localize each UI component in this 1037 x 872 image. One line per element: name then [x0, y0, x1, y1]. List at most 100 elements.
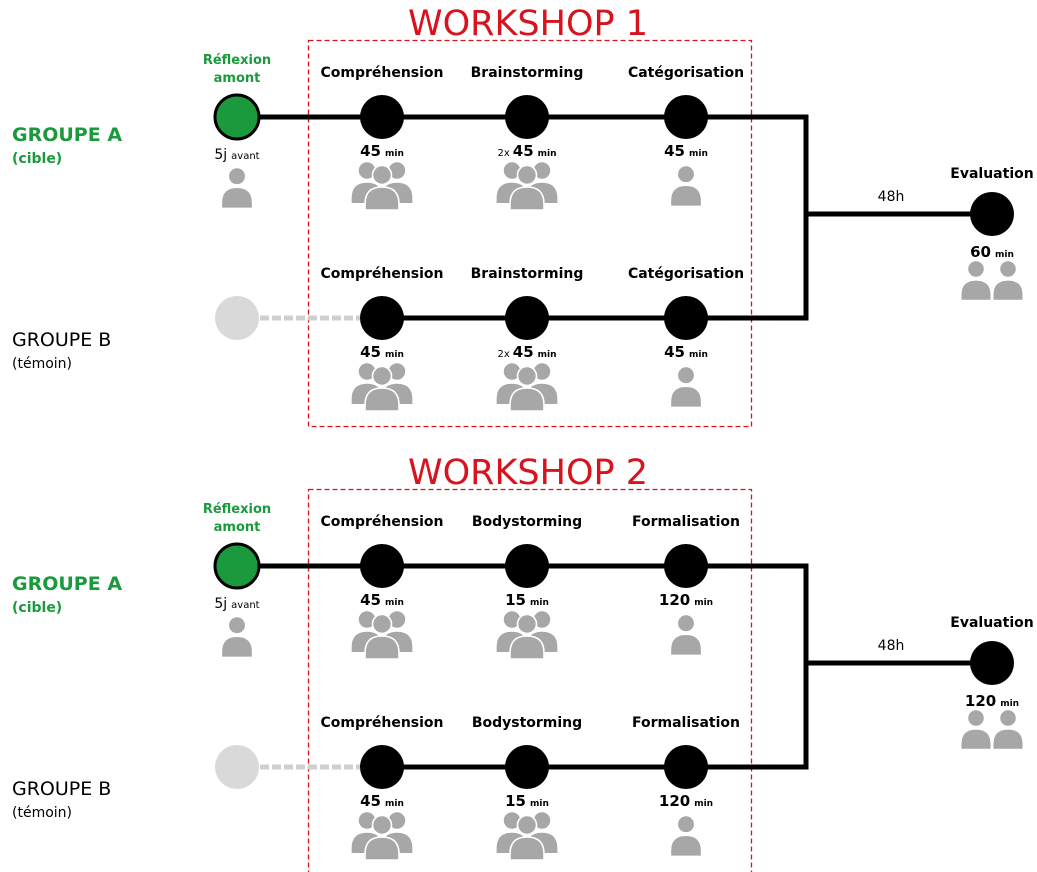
step-label: Brainstorming [471, 65, 584, 81]
reflexion-label: Réflexion [203, 502, 271, 517]
person-body [991, 727, 1025, 751]
reflexion-label: Réflexion [203, 53, 271, 68]
step-node [505, 544, 549, 588]
person-icon [509, 365, 545, 412]
group-b-sublabel: (témoin) [12, 805, 72, 821]
person-icon [364, 164, 400, 211]
person-icon [959, 708, 993, 751]
duration-multiplier: 2x [497, 148, 509, 159]
step-node [664, 95, 708, 139]
evaluation-node [970, 641, 1014, 685]
step-label: Brainstorming [471, 266, 584, 282]
duration-unit: min [694, 598, 713, 608]
duration-value: 45 [360, 591, 381, 609]
duration-unit: min [385, 799, 404, 809]
step-label: Catégorisation [628, 266, 744, 282]
duration-value: 45 [513, 343, 534, 361]
person-body [509, 635, 545, 660]
person-head [227, 615, 247, 635]
person-body [959, 278, 993, 302]
step-label: Compréhension [320, 514, 443, 530]
person-icon [991, 708, 1025, 751]
step-label: Compréhension [320, 65, 443, 81]
step-label: Bodystorming [472, 715, 582, 731]
duration-value: 45 [360, 343, 381, 361]
workshop-title: WORKSHOP 1 [408, 4, 648, 44]
person-head [371, 365, 393, 387]
group-b-label: GROUPE B [12, 778, 111, 800]
duration-value: 120 [659, 792, 690, 810]
step-label: Formalisation [632, 514, 740, 530]
person-body [669, 184, 703, 208]
duration-unit: min [689, 350, 708, 360]
duration-label: 45 min [664, 343, 708, 361]
step-node [360, 296, 404, 340]
duration-value: 120 [659, 591, 690, 609]
duration-value: 15 [505, 591, 526, 609]
evaluation-label: Evaluation [950, 166, 1033, 182]
duration-value: 15 [505, 792, 526, 810]
step-label: Compréhension [320, 266, 443, 282]
evaluation-node [970, 192, 1014, 236]
person-body [220, 635, 254, 659]
reflexion-days-sub: avant [231, 151, 260, 162]
placeholder-node [215, 745, 259, 789]
person-icon [991, 259, 1025, 302]
person-head [516, 365, 538, 387]
person-icon [364, 814, 400, 861]
reflexion-node [213, 93, 261, 141]
duration-unit: min [385, 350, 404, 360]
evaluation-label: Evaluation [950, 615, 1033, 631]
duration-unit: min [694, 799, 713, 809]
person-body [364, 836, 400, 861]
person-icon [364, 365, 400, 412]
person-head [227, 166, 247, 186]
person-body [509, 836, 545, 861]
reflexion-days-sub: avant [231, 600, 260, 611]
person-icon [669, 164, 703, 208]
duration-value: 60 [970, 243, 991, 261]
group-b-sublabel: (témoin) [12, 356, 72, 372]
duration-label: 120 min [659, 792, 713, 810]
person-head [371, 613, 393, 635]
person-body [509, 387, 545, 412]
duration-label: 120 min [965, 692, 1019, 710]
duration-value: 120 [965, 692, 996, 710]
step-node [505, 95, 549, 139]
step-label: Formalisation [632, 715, 740, 731]
workshop-title: WORKSHOP 2 [408, 453, 648, 493]
step-node [360, 95, 404, 139]
duration-label: 45 min [360, 792, 404, 810]
reflexion-node [213, 542, 261, 590]
duration-unit: min [1000, 699, 1019, 709]
person-icon [364, 613, 400, 660]
person-icon [669, 814, 703, 858]
duration-value: 45 [360, 792, 381, 810]
duration-unit: min [538, 350, 557, 360]
person-icon [509, 613, 545, 660]
person-body [364, 635, 400, 660]
person-body [509, 186, 545, 211]
duration-value: 45 [664, 343, 685, 361]
person-head [676, 814, 696, 834]
person-head [676, 613, 696, 633]
placeholder-node [215, 296, 259, 340]
person-body [669, 385, 703, 409]
step-node [505, 745, 549, 789]
reflexion-days: 5j [214, 596, 227, 612]
duration-unit: min [689, 149, 708, 159]
duration-unit: min [385, 149, 404, 159]
duration-unit: min [538, 149, 557, 159]
person-icon [220, 615, 254, 659]
duration-unit: min [530, 598, 549, 608]
person-icon [509, 164, 545, 211]
duration-unit: min [995, 250, 1014, 260]
person-body [669, 633, 703, 657]
person-head [966, 708, 986, 728]
person-head [516, 613, 538, 635]
duration-value: 45 [513, 142, 534, 160]
